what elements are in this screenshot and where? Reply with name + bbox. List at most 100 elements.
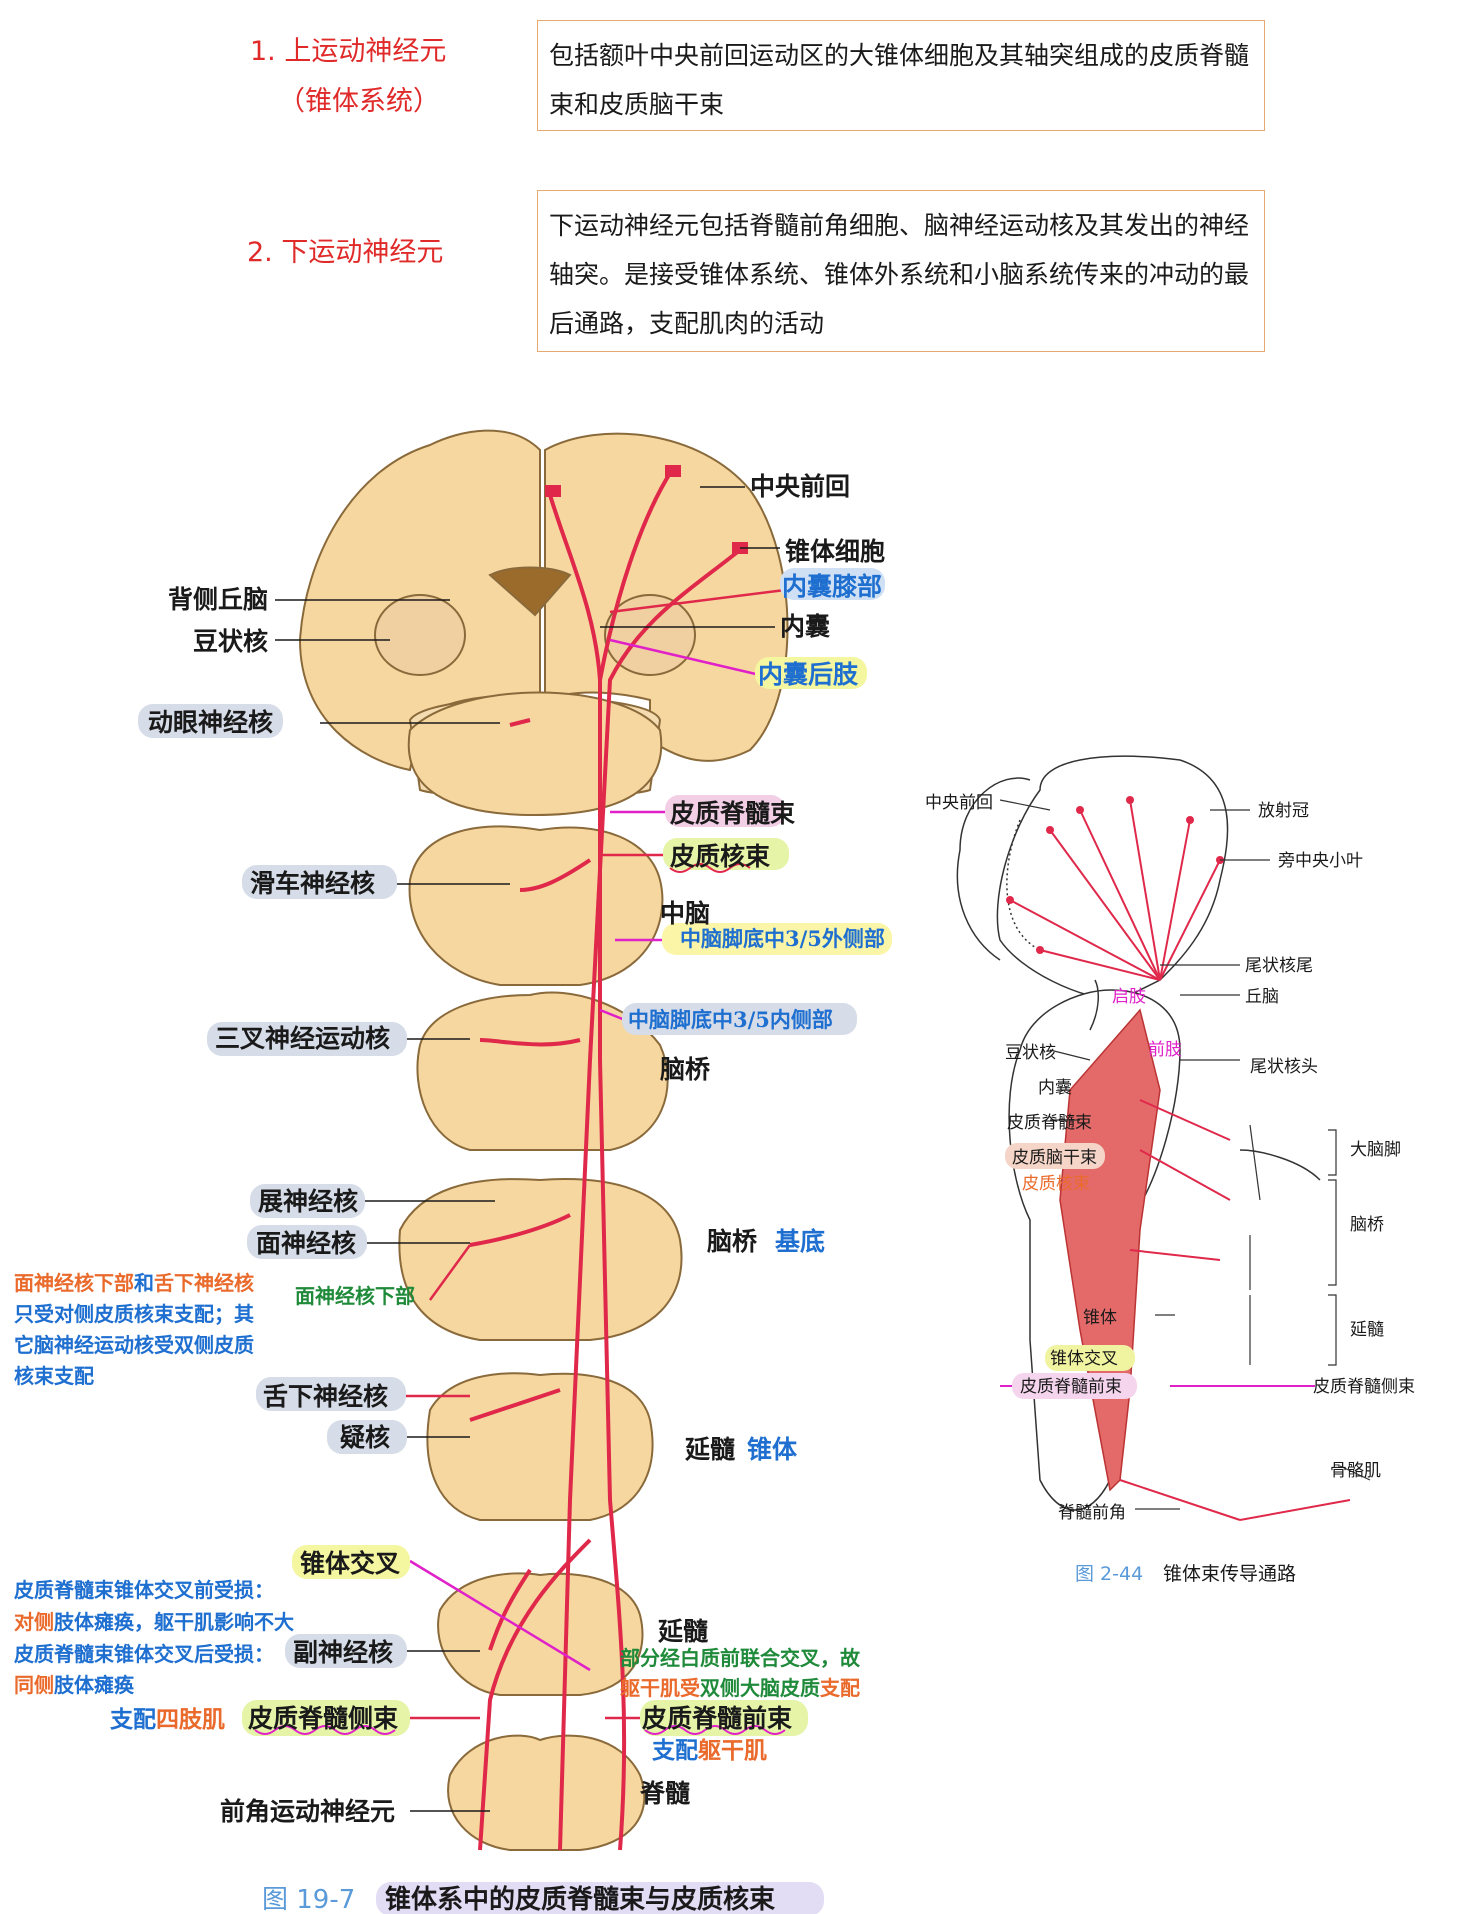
label-cst: 皮质脊髓束 [670, 799, 796, 828]
svg-text:躯干肌受双侧大脑皮质支配: 躯干肌受双侧大脑皮质支配 [619, 1676, 860, 1700]
right-fibers [1009, 799, 1351, 1521]
label-trigeminal: 三叉神经运动核 [215, 1024, 390, 1053]
label-pons: 脑桥 [660, 1055, 710, 1084]
label-precentral: 中央前回 [750, 472, 850, 501]
midbrain-section [408, 825, 664, 986]
right-label-caudate-head: 尾状核头 [1250, 1057, 1318, 1077]
lcst-underline [254, 1725, 396, 1735]
lower-motor-neuron-desc: 下运动神经元包括脊髓前角细胞、脑神经运动核及其发出的神经轴突。是接受锥体系统、锥… [537, 190, 1265, 352]
label-cbt: 皮质核束 [670, 842, 771, 871]
label-hypoglossal: 舌下神经核 [263, 1382, 388, 1411]
label-accessory: 副神经核 [293, 1638, 393, 1667]
right-brackets [1328, 1129, 1337, 1366]
note-trunk-bilateral: 部分经白质前联合交叉，故 躯干肌受双侧大脑皮质支配 [619, 1646, 861, 1700]
svg-text:对侧肢体瘫痪，躯干肌影响不大: 对侧肢体瘫痪，躯干肌影响不大 [14, 1610, 294, 1634]
pons-upper-section [416, 991, 669, 1151]
pons-basal-section [398, 1178, 683, 1341]
lower-medulla-section [437, 1572, 644, 1696]
spinal-cord-section [447, 1734, 646, 1851]
label-lcst: 皮质脊髓侧束 [248, 1704, 399, 1733]
svg-text:面神经核下部和舌下神经核: 面神经核下部和舌下神经核 [14, 1271, 254, 1295]
label-peduncle-lateral: 中脑脚底中3/5外侧部 [680, 926, 885, 951]
label-oculomotor: 动眼神经核 [148, 708, 273, 737]
right-label-acst: 皮质脊髓前束 [1020, 1377, 1122, 1397]
label-midbrain: 中脑 [660, 899, 710, 928]
right-label-paracentral: 旁中央小叶 [1278, 851, 1363, 871]
right-label-decussation: 锥体交叉 [1050, 1349, 1118, 1369]
label-trochlear: 滑车神经核 [250, 869, 375, 898]
right-label-cst: 皮质脊髓束 [1007, 1113, 1092, 1133]
note-facial-hypoglossal: 面神经核下部和舌下神经核 只受对侧皮质核束支配；其 它脑神经运动核受双侧皮质 核… [14, 1271, 254, 1388]
label-thalamus: 背侧丘脑 [168, 585, 268, 614]
cbt-underline [669, 863, 751, 873]
tract-lines [469, 468, 742, 1851]
pyramidal-cell-markers [545, 465, 748, 554]
note-cst-lesion: 皮质脊髓束锥体交叉前受损： 对侧肢体瘫痪，躯干肌影响不大 皮质脊髓束锥体交叉后受… [14, 1578, 294, 1697]
label-genu: 内囊膝部 [782, 572, 882, 601]
svg-text:核束支配: 核束支配 [14, 1364, 94, 1388]
label-internal-capsule: 内囊 [780, 612, 830, 641]
right-label-cbt: 皮质脑干束 [1012, 1148, 1097, 1168]
right-label-medulla: 延髓 [1350, 1320, 1384, 1340]
right-label-anterior-horn: 脊髓前角 [1058, 1503, 1126, 1523]
magenta-pointers [409, 638, 761, 1672]
label-peduncle-medial: 中脑脚底中3/5内侧部 [628, 1007, 833, 1032]
caption-text: 锥体系中的皮质脊髓束与皮质核束 [385, 1884, 776, 1914]
label-facial: 面神经核 [256, 1229, 356, 1258]
caption-highlight [376, 1882, 824, 1914]
right-decussation-highlight [1045, 1345, 1135, 1371]
svg-text:只受对侧皮质核束支配；其: 只受对侧皮质核束支配；其 [14, 1302, 254, 1326]
svg-text:部分经白质前联合交叉，故: 部分经白质前联合交叉，故 [620, 1646, 861, 1670]
right-label-pyramid: 锥体 [1083, 1308, 1117, 1328]
label-decussation: 锥体交叉 [300, 1549, 400, 1578]
right-caption-text: 锥体束传导通路 [1163, 1563, 1296, 1585]
label-abducens: 展神经核 [258, 1187, 358, 1216]
label-anterior-horn: 前角运动神经元 [220, 1797, 395, 1826]
svg-text:皮质脊髓束锥体交叉前受损：: 皮质脊髓束锥体交叉前受损： [14, 1578, 274, 1602]
label-ambiguus: 疑核 [340, 1423, 390, 1452]
right-cell-markers [1006, 796, 1224, 954]
right-label-skeletal-muscle: 骨骼肌 [1330, 1461, 1381, 1481]
label-posterior-limb: 内囊后肢 [758, 660, 859, 689]
label-medulla-a: 延髓 [684, 1435, 736, 1464]
label-facial-lower: 面神经核下部 [295, 1284, 415, 1308]
right-label-anterior: 前肢 [1148, 1040, 1182, 1060]
red-pointers [405, 588, 786, 1720]
label-spinal-cord: 脊髓 [639, 1779, 691, 1808]
upper-midbrain-section [407, 691, 663, 817]
right-label-internal-capsule: 内囊 [1038, 1078, 1072, 1098]
label-pyramidal-cell: 锥体细胞 [785, 537, 885, 566]
label-pons-basal-b: 基底 [775, 1227, 825, 1256]
right-label-caudate-tail: 尾状核尾 [1245, 956, 1313, 976]
label-medulla2: 延髓 [657, 1617, 709, 1646]
svg-text:它脑神经运动核受双侧皮质: 它脑神经运动核受双侧皮质 [14, 1333, 254, 1357]
note-limb-muscles: 支配四肢肌 [109, 1707, 225, 1733]
label-pons-basal-a: 脑桥 [707, 1227, 757, 1256]
right-label-lcst: 皮质脊髓侧束 [1313, 1377, 1415, 1397]
right-label-cnt: 皮质核束 [1022, 1174, 1090, 1194]
right-label-lentiform: 豆状核 [1005, 1043, 1056, 1063]
right-caption-number: 图 2-44 [1075, 1563, 1143, 1585]
lower-motor-neuron-title: 2. 下运动神经元 [247, 237, 444, 268]
right-label-precentral: 中央前回 [925, 793, 993, 813]
svg-text:皮质脊髓束锥体交叉后受损：: 皮质脊髓束锥体交叉后受损： [14, 1642, 274, 1666]
caption-number: 图 19-7 [262, 1885, 355, 1914]
right-label-corona: 放射冠 [1258, 801, 1309, 821]
label-acst: 皮质脊髓前束 [642, 1704, 793, 1733]
right-leader-lines [999, 799, 1371, 1510]
upper-motor-neuron-title: 1. 上运动神经元 [250, 36, 447, 67]
right-label-pons: 脑桥 [1350, 1215, 1384, 1235]
right-label-thalamus: 丘脑 [1245, 987, 1279, 1007]
leader-lines [275, 486, 780, 1812]
right-label-genu: 启肢 [1112, 987, 1146, 1007]
label-medulla-b: 锥体 [747, 1435, 798, 1464]
right-cbt-highlight [1005, 1143, 1105, 1169]
upper-motor-neuron-desc: 包括额叶中央前回运动区的大锥体细胞及其轴突组成的皮质脊髓束和皮质脑干束 [537, 20, 1265, 131]
right-label-peduncle: 大脑脚 [1350, 1140, 1401, 1160]
right-acst-highlight [1012, 1373, 1137, 1399]
label-lentiform: 豆状核 [193, 627, 268, 656]
note-trunk-muscles: 支配躯干肌 [651, 1737, 767, 1764]
pyramidal-system-subtitle: （锥体系统） [278, 86, 440, 117]
medulla-section [426, 1372, 654, 1521]
